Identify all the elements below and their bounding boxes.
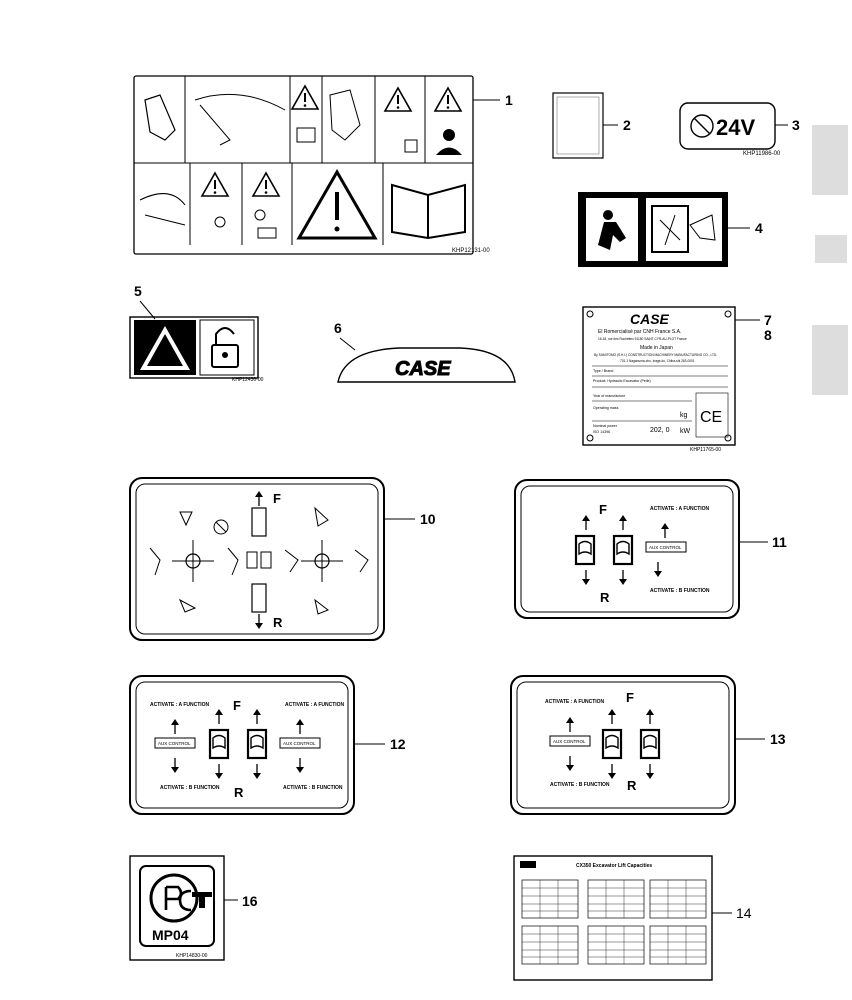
callout-4: 4: [755, 220, 763, 236]
plate-7-maker: By SUMITOMO (S.H.I.) CONSTRUCTION MACHIN…: [594, 353, 717, 357]
plate-7-year-label: Year of manufacture: [593, 394, 625, 398]
plate-7-power-unit: kW: [680, 428, 691, 435]
decal-12-activate-b: ACTIVATE : B FUNCTION: [160, 785, 220, 791]
plate-7-part-number: KHP11765-00: [690, 447, 721, 453]
plate-7-ce-mark: CE: [700, 409, 722, 426]
decal-12-activate-a: ACTIVATE : A FUNCTION: [150, 702, 210, 708]
decal-6-case-emblem: CASE: [337, 347, 516, 383]
decal-11-aux: AUX CONTROL: [649, 545, 682, 550]
decal-13-reverse: R: [627, 778, 637, 793]
callout-16: 16: [242, 893, 258, 909]
decal-11-forward: F: [599, 502, 607, 517]
decal-12-aux-control-label: F R ACTIVATE : A FUNCTION AUX CONTROL AC…: [129, 675, 355, 815]
plate-7-mass-unit: kg: [680, 412, 688, 419]
callout-1: 1: [505, 92, 513, 108]
callout-10: 10: [420, 511, 436, 527]
decal-11-activate-b: ACTIVATE : B FUNCTION: [650, 588, 710, 594]
callout-7: 7: [764, 312, 772, 328]
callout-5: 5: [134, 283, 142, 299]
decal-16-certification-label: MP04 KHP14830-00: [129, 855, 225, 961]
decal-10-reverse: R: [273, 615, 283, 630]
decal-12-activate-a-right: ACTIVATE : A FUNCTION: [285, 702, 345, 708]
plate-7-product-label: Product: Hydraulic Excavator (Pelle): [593, 379, 651, 383]
decal-14-brand: CASE: [521, 863, 532, 868]
decal-11-reverse: R: [600, 590, 610, 605]
decal-10-forward: F: [273, 491, 281, 506]
decal-11-activate-a: ACTIVATE : A FUNCTION: [650, 506, 710, 512]
decal-3-part-number: KHP11986-00: [743, 151, 781, 157]
decal-3-voltage: 24V: [716, 115, 755, 140]
decal-16-part-number: KHP14830-00: [176, 953, 208, 959]
plate-7-power-label: Nominal power: [593, 424, 618, 428]
decal-16-code: MP04: [152, 927, 189, 943]
decal-13-activate-a: ACTIVATE : A FUNCTION: [545, 699, 605, 705]
decal-4-emergency-exit-label: [578, 192, 728, 267]
decal-1-part-number: KHP12131-00: [452, 248, 490, 254]
plate-7-type-label: Type / Brand: [593, 369, 613, 373]
decal-3-24v-label: 24V KHP11986-00: [679, 102, 781, 157]
decal-6-brand: CASE: [395, 358, 451, 380]
plate-7-made-in: Made in Japan: [640, 345, 673, 351]
decal-13-aux: AUX CONTROL: [553, 739, 586, 744]
decal-5-lock-warning-label: KHP12436-00: [129, 316, 264, 383]
decal-12-activate-b-right: ACTIVATE : B FUNCTION: [283, 785, 343, 791]
plate-7-line1: El Romercialisé par CNH France S.A.: [598, 329, 681, 335]
scan-artifacts: [812, 125, 848, 395]
decal-12-aux: AUX CONTROL: [158, 741, 191, 746]
decal-2-blank-label: [552, 92, 604, 159]
decal-14-title: CX350 Excavator Lift Capacities: [576, 863, 652, 869]
callout-2: 2: [623, 117, 631, 133]
decal-13-forward: F: [626, 690, 634, 705]
decal-11-aux-control-label: F R ACTIVATE : A FUNCTION AUX CONTROL AC…: [514, 479, 740, 619]
decal-10-control-pattern-label: F R: [129, 477, 385, 641]
callout-8: 8: [764, 327, 772, 343]
callout-12: 12: [390, 736, 406, 752]
decal-1-safety-label: KHP12131-00: [133, 75, 490, 255]
plate-7-power-sub: ISO 14396: [593, 430, 610, 434]
callout-6: 6: [334, 320, 342, 336]
callout-3: 3: [792, 117, 800, 133]
decal-12-forward: F: [233, 698, 241, 713]
plate-7-mass-label: Operating mass: [593, 406, 619, 410]
plate-7-brand: CASE: [630, 311, 670, 327]
plate-7-maker-address: 731-1 Naganuma-cho, Inage-ku, Chiba-shi …: [620, 359, 695, 363]
callout-13: 13: [770, 731, 786, 747]
decal-12-reverse: R: [234, 785, 244, 800]
decal-12-aux-right: AUX CONTROL: [283, 741, 316, 746]
decal-13-aux-control-label: F R ACTIVATE : A FUNCTION AUX CONTROL AC…: [510, 675, 736, 815]
decal-14-lift-capacity-chart: CASE CX350 Excavator Lift Capacities: [513, 855, 713, 981]
decal-5-part-number: KHP12436-00: [232, 377, 264, 383]
callout-14: 14: [736, 905, 752, 921]
callout-11: 11: [772, 534, 787, 550]
plate-7-power-value: 202, 0: [650, 427, 670, 434]
plate-7-serial-nameplate: CASE El Romercialisé par CNH France S.A.…: [582, 306, 736, 453]
decal-13-activate-b: ACTIVATE : B FUNCTION: [550, 782, 610, 788]
plate-7-line2: 16-18, rue des Rochettes 91150 SAINT-CYR…: [598, 337, 687, 341]
